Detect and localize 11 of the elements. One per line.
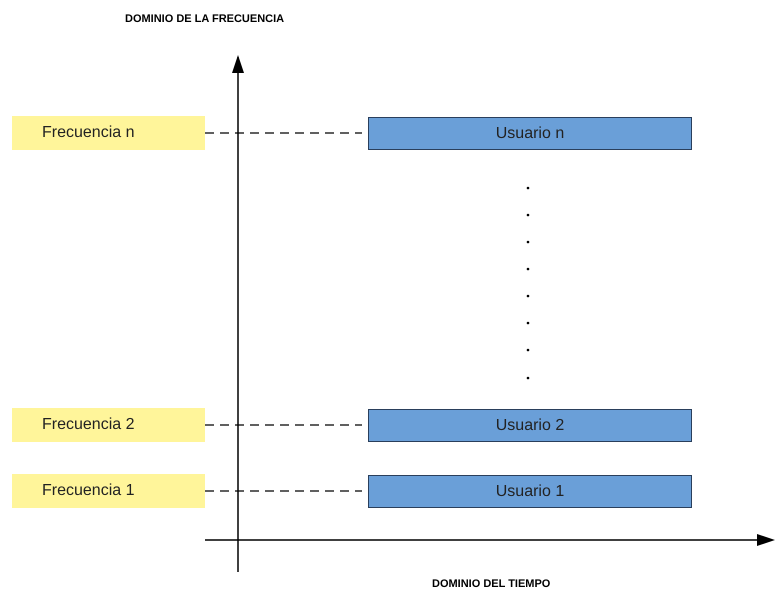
dashed-connector: [205, 490, 362, 492]
axis-title: DOMINIO DEL TIEMPO: [432, 578, 550, 590]
dashed-connector: [205, 132, 362, 134]
user-channel-box: Usuario n: [368, 117, 692, 150]
user-channel-box: Usuario 2: [368, 409, 692, 442]
axis-title: DOMINIO DE LA FRECUENCIA: [125, 13, 284, 25]
dashed-connector: [205, 424, 362, 426]
user-channel-box: Usuario 1: [368, 475, 692, 508]
frequency-label-box: Frecuencia 1: [12, 474, 205, 508]
frequency-label-box: Frecuencia 2: [12, 408, 205, 442]
frequency-label-box: Frecuencia n: [12, 116, 205, 150]
